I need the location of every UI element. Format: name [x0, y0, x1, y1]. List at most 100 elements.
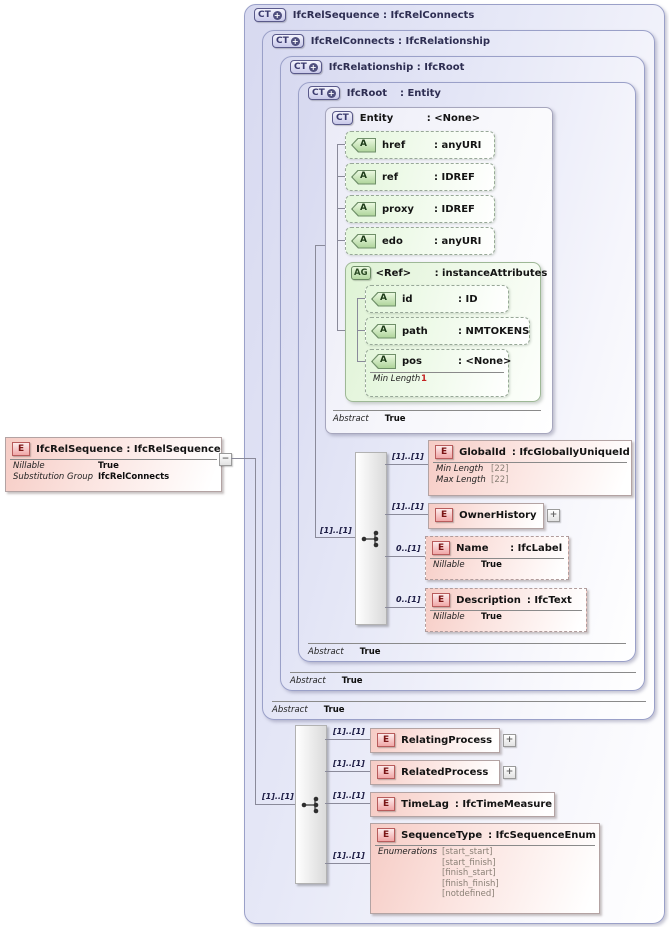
- attribute-name: proxy: [382, 203, 414, 215]
- divider: [370, 372, 504, 373]
- connector-line: [315, 245, 325, 246]
- cardinality-label: [1]..[1]: [320, 526, 352, 535]
- cardinality-label: [1]..[1]: [333, 759, 365, 768]
- prop-value: [22]: [491, 464, 509, 474]
- enumerations-list: [start_start] [start_finish] [finish_sta…: [442, 847, 499, 900]
- cardinality-label: [1]..[1]: [333, 851, 365, 860]
- element-type: : IfcText: [526, 594, 572, 606]
- cardinality-label: [1]..[1]: [392, 452, 424, 461]
- abstract-footer: Abstract True: [308, 643, 626, 657]
- cardinality-label: [1]..[1]: [392, 502, 424, 511]
- attribute-name: path: [402, 325, 428, 337]
- enum-value: [notdefined]: [442, 889, 495, 899]
- prop-value: True: [481, 560, 502, 570]
- connector-line: [315, 245, 316, 538]
- container-header-ifcrelationship: CT+ IfcRelationship : IfcRoot: [290, 60, 464, 74]
- element-icon: E: [435, 508, 454, 522]
- element-name: Name: [456, 542, 489, 554]
- prop-value: True: [98, 461, 119, 471]
- attribute-ref[interactable]: A ref : IDREF: [345, 163, 495, 191]
- element-icon: E: [432, 541, 451, 555]
- entity-name: Entity: [359, 112, 394, 124]
- sequence-connector[interactable]: [295, 725, 327, 884]
- connector-line: [337, 176, 345, 177]
- attribute-proxy[interactable]: A proxy : IDREF: [345, 195, 495, 223]
- element-icon: E: [377, 828, 396, 842]
- abstract-value: True: [384, 414, 406, 424]
- attribute-id[interactable]: A id : ID: [365, 285, 509, 313]
- enum-value: [finish_start]: [442, 868, 496, 878]
- expand-button[interactable]: +: [503, 766, 516, 779]
- element-timelag[interactable]: E TimeLag : IfcTimeMeasure: [370, 792, 555, 817]
- complextype-icon: CT+: [290, 60, 322, 74]
- connector-line: [325, 771, 370, 772]
- element-type: : IfcLabel: [510, 542, 563, 554]
- attribute-icon: A: [371, 291, 396, 307]
- container-title: IfcRelSequence : IfcRelConnects: [292, 9, 475, 21]
- divider: [430, 558, 564, 559]
- abstract-label: Abstract: [290, 676, 326, 686]
- element-ifcrelsequence[interactable]: E IfcRelSequence : IfcRelSequence Nillab…: [5, 437, 222, 492]
- group-header: AG <Ref> : instanceAttributes: [351, 266, 547, 280]
- element-relatedprocess[interactable]: E RelatedProcess: [370, 760, 500, 785]
- collapse-button[interactable]: −: [219, 453, 232, 466]
- enumerations-label: Enumerations: [378, 847, 438, 857]
- plus-icon[interactable]: +: [290, 36, 300, 46]
- plus-icon[interactable]: +: [272, 10, 282, 20]
- element-globalid[interactable]: E GlobalId : IfcGloballyUniqueId Min Len…: [428, 440, 632, 496]
- attribute-name: pos: [402, 356, 422, 367]
- element-type: : IfcGloballyUniqueId: [511, 446, 630, 458]
- sequence-icon: [361, 530, 379, 547]
- attribute-icon: A: [371, 323, 396, 339]
- abstract-footer: Abstract True: [272, 701, 646, 715]
- connector-line: [385, 514, 428, 515]
- attribute-name: ref: [382, 171, 399, 183]
- cardinality-label: 0..[1]: [396, 595, 421, 604]
- connector-line: [337, 144, 338, 330]
- connector-line: [325, 739, 370, 740]
- plus-icon[interactable]: +: [326, 88, 336, 98]
- sequence-connector[interactable]: [355, 452, 387, 625]
- enum-value: [start_finish]: [442, 857, 496, 868]
- expand-button[interactable]: +: [547, 509, 560, 522]
- attribute-edo[interactable]: A edo : anyURI: [345, 227, 495, 255]
- attribute-path[interactable]: A path : NMTOKENS: [365, 317, 530, 345]
- connector-line: [385, 556, 425, 557]
- connector-line: [357, 298, 365, 299]
- abstract-footer: Abstract True: [290, 672, 636, 686]
- element-name: Description: [456, 594, 521, 606]
- connector-line: [337, 240, 345, 241]
- attribute-pos[interactable]: A pos : <None> Min Length 1: [365, 349, 511, 397]
- attribute-type: : IDREF: [434, 171, 475, 183]
- element-sequencetype[interactable]: E SequenceType : IfcSequenceEnum Enumera…: [370, 823, 600, 914]
- complextype-icon: CT+: [308, 86, 340, 100]
- element-ownerhistory[interactable]: E OwnerHistory: [428, 503, 544, 529]
- element-name: TimeLag: [401, 798, 449, 810]
- element-name: OwnerHistory: [459, 509, 537, 521]
- attribute-type: : IDREF: [434, 203, 475, 215]
- connector-line: [315, 537, 355, 538]
- attribute-icon: A: [351, 233, 376, 249]
- container-title: IfcRoot: [346, 87, 387, 99]
- connector-line: [337, 330, 345, 331]
- prop-value: True: [481, 612, 502, 622]
- container-title: IfcRelConnects : IfcRelationship: [310, 35, 491, 47]
- container-header-ifcrelsequence: CT+ IfcRelSequence : IfcRelConnects: [254, 8, 474, 22]
- prop-label: Nillable: [13, 461, 45, 471]
- plus-icon[interactable]: +: [308, 62, 318, 72]
- divider: [10, 459, 217, 460]
- attribute-href[interactable]: A href : anyURI: [345, 131, 495, 159]
- element-icon: E: [432, 593, 451, 607]
- container-header-ifcroot: CT+ IfcRoot : Entity: [308, 86, 441, 100]
- enum-value: [start_start]: [442, 847, 493, 857]
- abstract-footer: Abstract True: [333, 410, 541, 424]
- cardinality-label: [1]..[1]: [333, 727, 365, 736]
- element-relatingprocess[interactable]: E RelatingProcess: [370, 728, 500, 753]
- abstract-label: Abstract: [272, 705, 308, 715]
- connector-line: [357, 330, 365, 331]
- element-icon: E: [377, 797, 396, 811]
- expand-button[interactable]: +: [503, 734, 516, 747]
- element-icon: E: [377, 765, 396, 779]
